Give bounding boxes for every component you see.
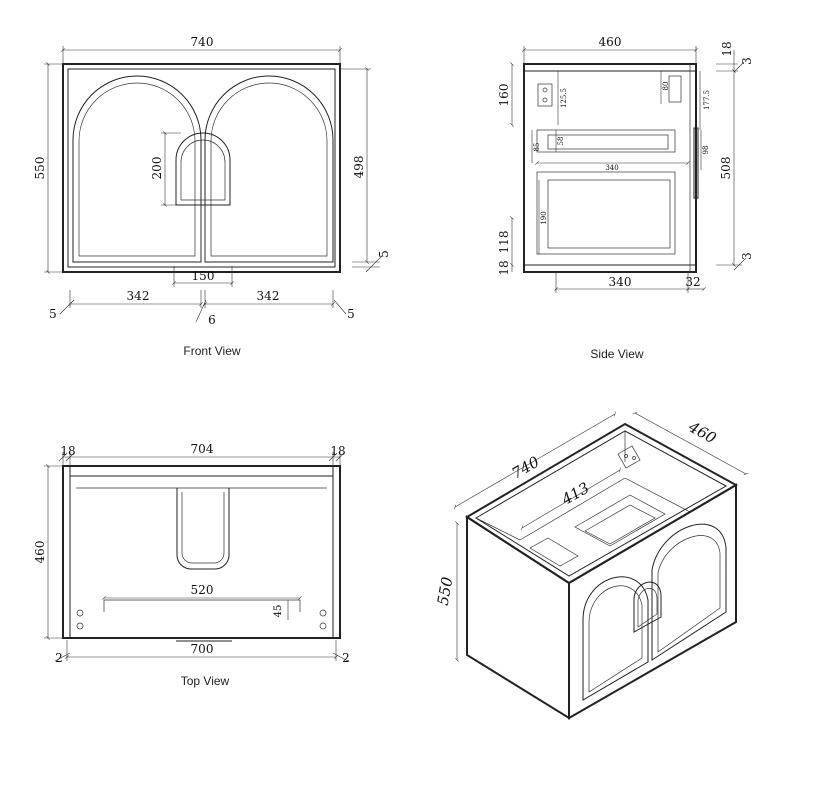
top-outline	[62, 465, 341, 639]
top-depth-label: 460	[33, 541, 47, 564]
top-width-bottom-label: 700	[191, 642, 214, 656]
left-door-label: 342	[127, 289, 150, 303]
side-shelf-h-label: 85	[533, 143, 541, 152]
side-shelf-depth-label: 340	[605, 164, 618, 172]
side-base-right-label: 32	[685, 275, 700, 289]
side-outline	[523, 63, 697, 273]
front-panel-height-label: 498	[352, 156, 366, 179]
side-depth-label: 460	[599, 35, 622, 49]
front-width-label: 740	[191, 35, 214, 49]
iso-front-doors	[568, 483, 737, 720]
side-bottom-height-label: 118	[497, 231, 511, 254]
side-shelf-right-label: 98	[702, 146, 710, 155]
top-right-side-label: 18	[330, 444, 345, 458]
top-right-edge-label: 2	[342, 651, 350, 665]
side-upper-height-label: 160	[497, 84, 511, 107]
center-gap-label: 6	[208, 313, 216, 327]
top-width-inner-label: 704	[191, 442, 214, 456]
side-top-thickness-label: 18	[720, 41, 734, 56]
right-gap-label: 5	[347, 307, 355, 321]
side-upper-inner-label: 177.5	[703, 90, 711, 110]
side-drawer-h-label: 190	[540, 211, 548, 224]
iso-width-label: 740	[509, 452, 543, 482]
side-bracket-small-label: 80	[662, 82, 670, 91]
iso-height-label: 550	[434, 575, 457, 607]
handle-width-label: 150	[192, 269, 215, 283]
iso-inner-label: 413	[558, 479, 593, 509]
side-bottom-gap-label: 3	[740, 252, 754, 260]
front-bottom-gap-label: 5	[377, 250, 391, 258]
front-outline	[62, 63, 341, 273]
isometric-view: 740 460 413 550	[434, 411, 749, 720]
side-body-height-label: 508	[719, 157, 733, 180]
left-gap-label: 5	[49, 307, 57, 321]
center-handle	[175, 132, 231, 206]
front-view: 740 550 498 5 200 150 342 342	[33, 35, 391, 358]
side-shelf-inner-label: 58	[557, 137, 565, 146]
top-left-side-label: 18	[60, 444, 75, 458]
side-base-depth-label: 340	[609, 275, 632, 289]
top-handle-notch	[176, 488, 230, 570]
side-bracket-height-label: 125.5	[560, 88, 568, 108]
handle-height-label: 200	[150, 157, 164, 180]
top-view: 18 704 18 460 520 45 700 2 2 Top View	[33, 442, 350, 688]
top-inner-width-label: 520	[191, 583, 214, 597]
top-left-edge-label: 2	[55, 651, 63, 665]
right-door-label: 342	[257, 289, 280, 303]
side-top-gap-label: 3	[740, 57, 754, 65]
side-view-caption: Side View	[590, 347, 643, 361]
side-bottom-thickness-label: 18	[497, 260, 511, 275]
top-inner-depth-label: 45	[273, 605, 284, 618]
right-door-arch	[204, 75, 334, 263]
side-view: 460 18 3 160 125.5 80 177.5 85 58 340 98…	[497, 35, 754, 361]
top-view-caption: Top View	[181, 674, 230, 688]
front-view-caption: Front View	[183, 344, 240, 358]
front-height-label: 550	[33, 157, 47, 180]
left-door-arch	[72, 75, 202, 263]
